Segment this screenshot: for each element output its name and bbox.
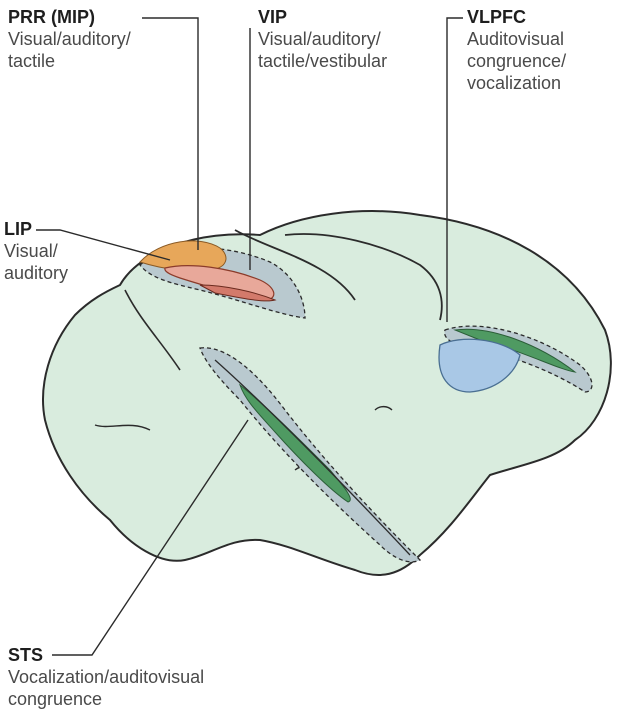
label-sts: STS Vocalization/auditovisual congruence (8, 644, 204, 710)
label-lip-name: LIP (4, 218, 68, 240)
label-vlpfc: VLPFC Auditovisual congruence/ vocalizat… (467, 6, 566, 94)
label-lip-desc: Visual/ auditory (4, 240, 68, 284)
label-vip-desc: Visual/auditory/ tactile/vestibular (258, 28, 387, 72)
label-vip-name: VIP (258, 6, 387, 28)
label-vip: VIP Visual/auditory/ tactile/vestibular (258, 6, 387, 72)
label-vlpfc-desc: Auditovisual congruence/ vocalization (467, 28, 566, 94)
label-prr-name: PRR (MIP) (8, 6, 131, 28)
label-prr-desc: Visual/auditory/ tactile (8, 28, 131, 72)
label-lip: LIP Visual/ auditory (4, 218, 68, 284)
brain-outline (43, 211, 611, 575)
label-sts-name: STS (8, 644, 204, 666)
label-prr: PRR (MIP) Visual/auditory/ tactile (8, 6, 131, 72)
prr-leader-line (142, 18, 198, 250)
label-sts-desc: Vocalization/auditovisual congruence (8, 666, 204, 710)
label-vlpfc-name: VLPFC (467, 6, 566, 28)
